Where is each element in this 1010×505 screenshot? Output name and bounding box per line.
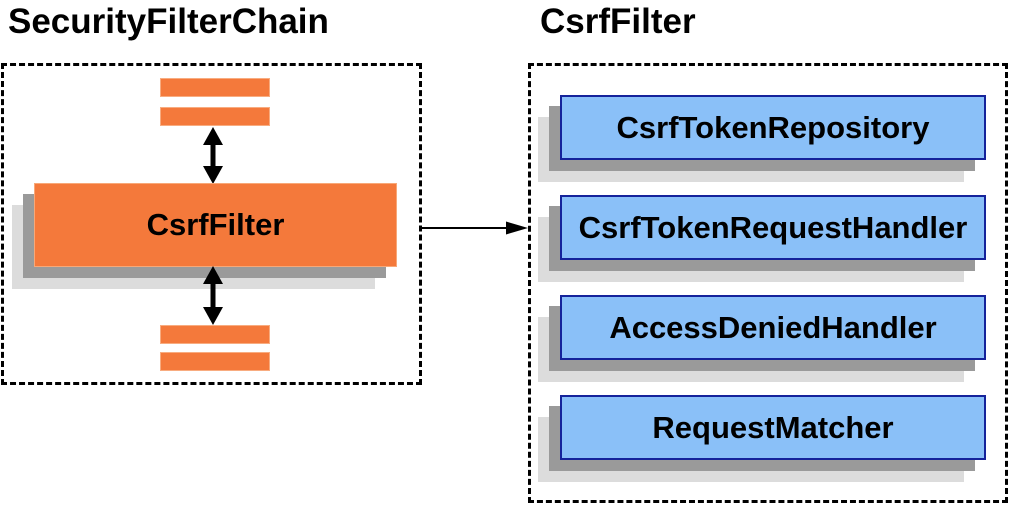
csrf-filter-components-panel: [528, 63, 1008, 503]
csrf-filter-title: CsrfFilter: [540, 2, 696, 41]
component-box-access-denied-handler: AccessDeniedHandler: [538, 295, 986, 382]
filter-placeholder-bar: [160, 78, 270, 97]
csrf-filter-box: CsrfFilter: [12, 183, 397, 289]
component-box-csrf-token-request-handler: CsrfTokenRequestHandler: [538, 195, 986, 282]
security-filter-chain-panel: [1, 63, 422, 385]
security-filter-chain-title: SecurityFilterChain: [8, 2, 329, 41]
component-box-request-matcher: RequestMatcher: [538, 395, 986, 482]
right-arrow-icon: [421, 220, 528, 241]
component-label: CsrfTokenRequestHandler: [560, 195, 986, 260]
component-label: CsrfTokenRepository: [560, 95, 986, 160]
filter-placeholder-bar: [160, 352, 270, 371]
filter-placeholder-bar: [160, 325, 270, 344]
csrf-filter-box-label: CsrfFilter: [34, 183, 397, 267]
component-label: AccessDeniedHandler: [560, 295, 986, 360]
component-label: RequestMatcher: [560, 395, 986, 460]
component-box-csrf-token-repository: CsrfTokenRepository: [538, 95, 986, 182]
up-down-arrow-icon: [202, 127, 224, 189]
filter-placeholder-bar: [160, 107, 270, 126]
up-down-arrow-icon: [202, 266, 224, 330]
